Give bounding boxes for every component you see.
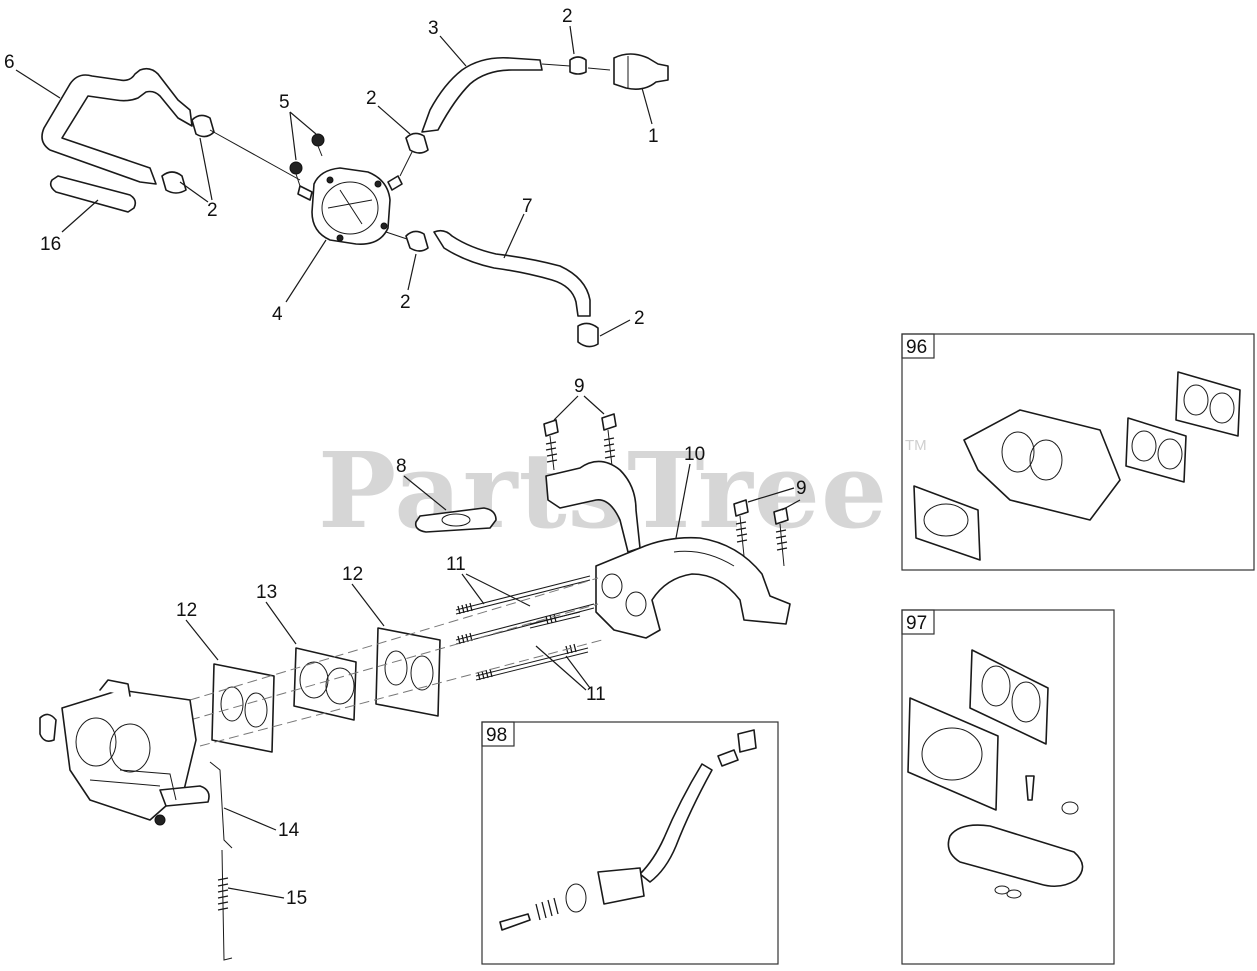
callout-16: 16 xyxy=(40,234,61,255)
callout-3: 3 xyxy=(428,18,439,39)
manifold-10 xyxy=(545,460,791,639)
fuel-filter-1 xyxy=(613,53,669,90)
fuel-hose-6 xyxy=(41,67,193,185)
callout-8: 8 xyxy=(396,456,407,477)
fuel-hose-7 xyxy=(433,229,591,317)
clamp-2-bottom xyxy=(577,322,599,348)
kit-96-box: 96 xyxy=(901,333,1255,571)
callout-15: 15 xyxy=(286,888,307,909)
callout-9-top: 9 xyxy=(574,376,585,397)
callout-2-upper-center: 2 xyxy=(366,88,377,109)
screw-5 xyxy=(289,133,325,187)
callout-1: 1 xyxy=(648,126,659,147)
callout-11-bottom: 11 xyxy=(586,684,606,705)
callout-6: 6 xyxy=(4,52,15,73)
callout-2-bottom: 2 xyxy=(634,308,645,329)
watermark-trademark: TM xyxy=(905,437,927,454)
bolt-9-left xyxy=(543,413,617,471)
kit-97-label: 97 xyxy=(906,613,927,634)
kit-98-label: 98 xyxy=(486,725,507,746)
callout-14: 14 xyxy=(278,820,300,841)
callout-5: 5 xyxy=(279,92,290,113)
callout-4: 4 xyxy=(272,304,283,325)
kit-98-box: 98 xyxy=(481,721,779,965)
gasket-12-right xyxy=(375,627,441,717)
gasket-12-left xyxy=(211,663,275,753)
kit-97-box: 97 xyxy=(901,609,1115,965)
kit-96-label: 96 xyxy=(906,337,927,358)
callout-12-right: 12 xyxy=(342,564,363,585)
throttle-rod-14 xyxy=(209,761,233,849)
clamp-2-top xyxy=(569,56,587,75)
gasket-8 xyxy=(414,507,497,533)
spacer-13 xyxy=(293,647,357,721)
callout-7: 7 xyxy=(522,196,533,217)
callout-12-left: 12 xyxy=(176,600,197,621)
callout-13: 13 xyxy=(256,582,277,603)
bolt-9-right xyxy=(733,499,789,567)
callout-11-top: 11 xyxy=(446,554,466,575)
fuel-pump-4 xyxy=(297,167,403,245)
choke-rod-15 xyxy=(217,849,233,961)
fuel-hose-3 xyxy=(421,56,543,133)
clamp-2-left xyxy=(161,114,215,194)
callout-10: 10 xyxy=(684,444,705,465)
studs-11 xyxy=(455,575,595,681)
callout-2-top: 2 xyxy=(562,6,573,27)
hose-16 xyxy=(49,175,137,213)
carburetor xyxy=(39,679,210,826)
callout-9-right: 9 xyxy=(796,478,807,499)
callout-2-left: 2 xyxy=(207,200,218,221)
clamp-2-center xyxy=(405,132,429,252)
callout-2-lower-center: 2 xyxy=(400,292,411,313)
